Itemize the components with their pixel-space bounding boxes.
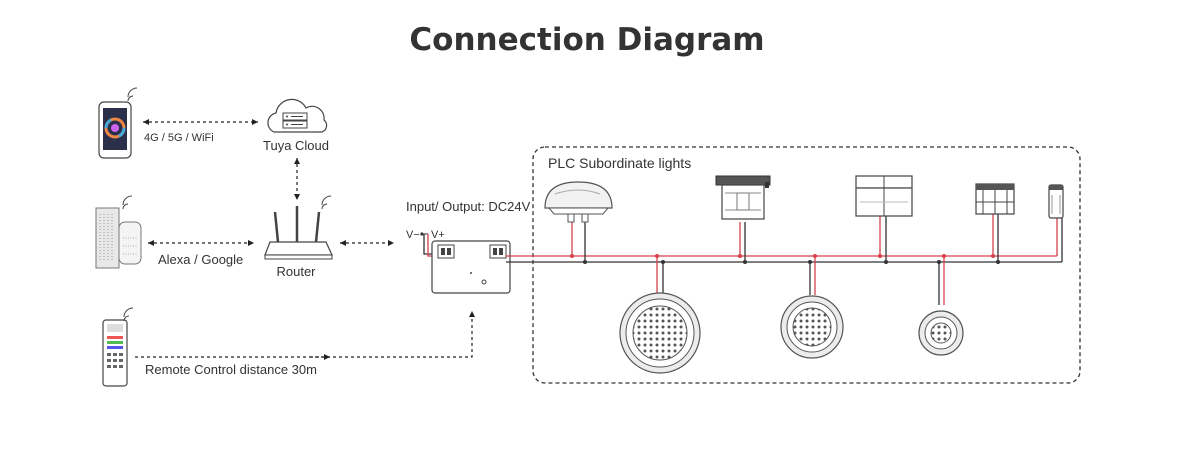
remote-control-icon — [102, 307, 134, 387]
plc-controller-icon — [431, 240, 511, 294]
tuya-cloud-label: Tuya Cloud — [263, 138, 329, 153]
voice-label: Alexa / Google — [158, 252, 243, 267]
power-label: Input/ Output: DC24V — [406, 199, 531, 214]
cloud-server-icon — [267, 98, 328, 133]
smartphone-icon — [98, 87, 138, 159]
upper-light-drops — [570, 214, 1063, 264]
inground-light-icon — [715, 175, 771, 220]
par-lamp-icon — [544, 181, 613, 223]
group-label: PLC Subordinate lights — [548, 155, 691, 171]
vplus-label: V+ — [431, 229, 445, 241]
step-light-icon — [975, 183, 1015, 215]
smart-speaker-icon — [95, 195, 142, 269]
router-icon — [264, 195, 333, 260]
lower-light-drops — [655, 254, 946, 305]
plc-lights-group — [532, 146, 1081, 384]
wall-light-icon — [855, 175, 913, 217]
pool-light-large-icon — [619, 292, 701, 374]
network-label: 4G / 5G / WiFi — [144, 132, 214, 144]
router-label: Router — [276, 264, 316, 279]
pool-light-medium-icon — [780, 295, 844, 359]
remote-label: Remote Control distance 30m — [145, 362, 317, 377]
pool-light-small-icon — [918, 310, 964, 356]
vminus-label: V− — [406, 229, 420, 241]
mini-spot-icon — [1048, 184, 1064, 219]
diagram-title: Connection Diagram — [409, 22, 764, 58]
remote-controller-link — [135, 311, 475, 358]
